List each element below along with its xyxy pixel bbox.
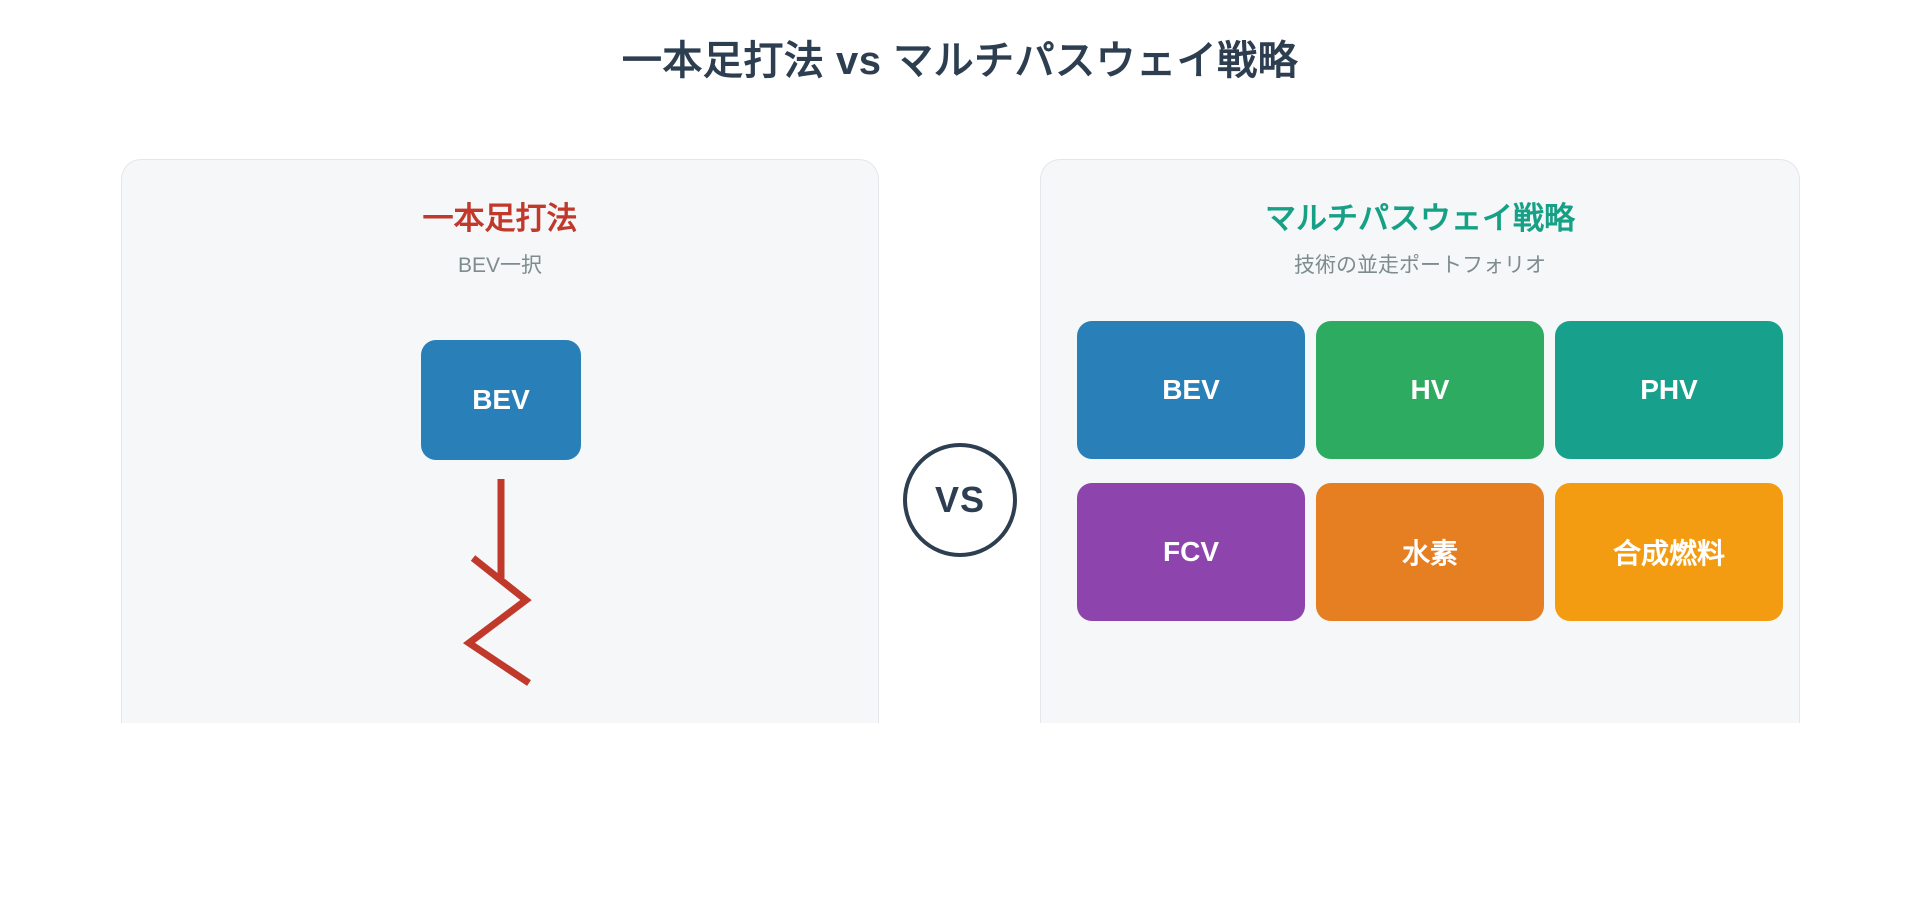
node-bev: BEV xyxy=(1077,321,1305,459)
node-phv-label: PHV xyxy=(1640,374,1698,405)
node-bev-label: BEV xyxy=(1162,374,1220,405)
single-pathway-subtitle: BEV一択 xyxy=(457,254,543,277)
node-hv: HV xyxy=(1316,321,1544,459)
node-fcv: FCV xyxy=(1077,483,1305,621)
node-synthetic-fuel-label: 合成燃料 xyxy=(1612,538,1725,569)
node-bev-single: BEV xyxy=(421,340,581,460)
node-bev-single-label: BEV xyxy=(472,384,530,415)
multi-pathway-title: マルチパスウェイ戦略 xyxy=(1265,201,1575,236)
arrow-zigzag xyxy=(462,555,532,686)
page-title: 一本足打法 vs マルチパスウェイ戦略 xyxy=(621,39,1299,83)
multi-pathway-panel: マルチパスウェイ戦略 技術の並走ポートフォリオ BEV HV PHV FCV 水… xyxy=(1040,159,1800,723)
node-hv-label: HV xyxy=(1410,374,1450,405)
node-hydrogen-label: 水素 xyxy=(1401,538,1458,569)
node-fcv-label: FCV xyxy=(1163,536,1219,567)
node-synthetic-fuel: 合成燃料 xyxy=(1555,483,1783,621)
technology-node-grid: BEV HV PHV FCV 水素 合成燃料 xyxy=(1077,321,1783,621)
single-pathway-panel: 一本足打法 BEV一択 BEV xyxy=(121,159,879,723)
node-phv: PHV xyxy=(1555,321,1783,459)
single-pathway-title: 一本足打法 xyxy=(422,201,578,236)
vs-badge-label: VS xyxy=(934,479,986,520)
node-hydrogen: 水素 xyxy=(1316,483,1544,621)
vs-badge: VS xyxy=(903,443,1017,557)
multi-pathway-subtitle: 技術の並走ポートフォリオ xyxy=(1294,254,1546,277)
